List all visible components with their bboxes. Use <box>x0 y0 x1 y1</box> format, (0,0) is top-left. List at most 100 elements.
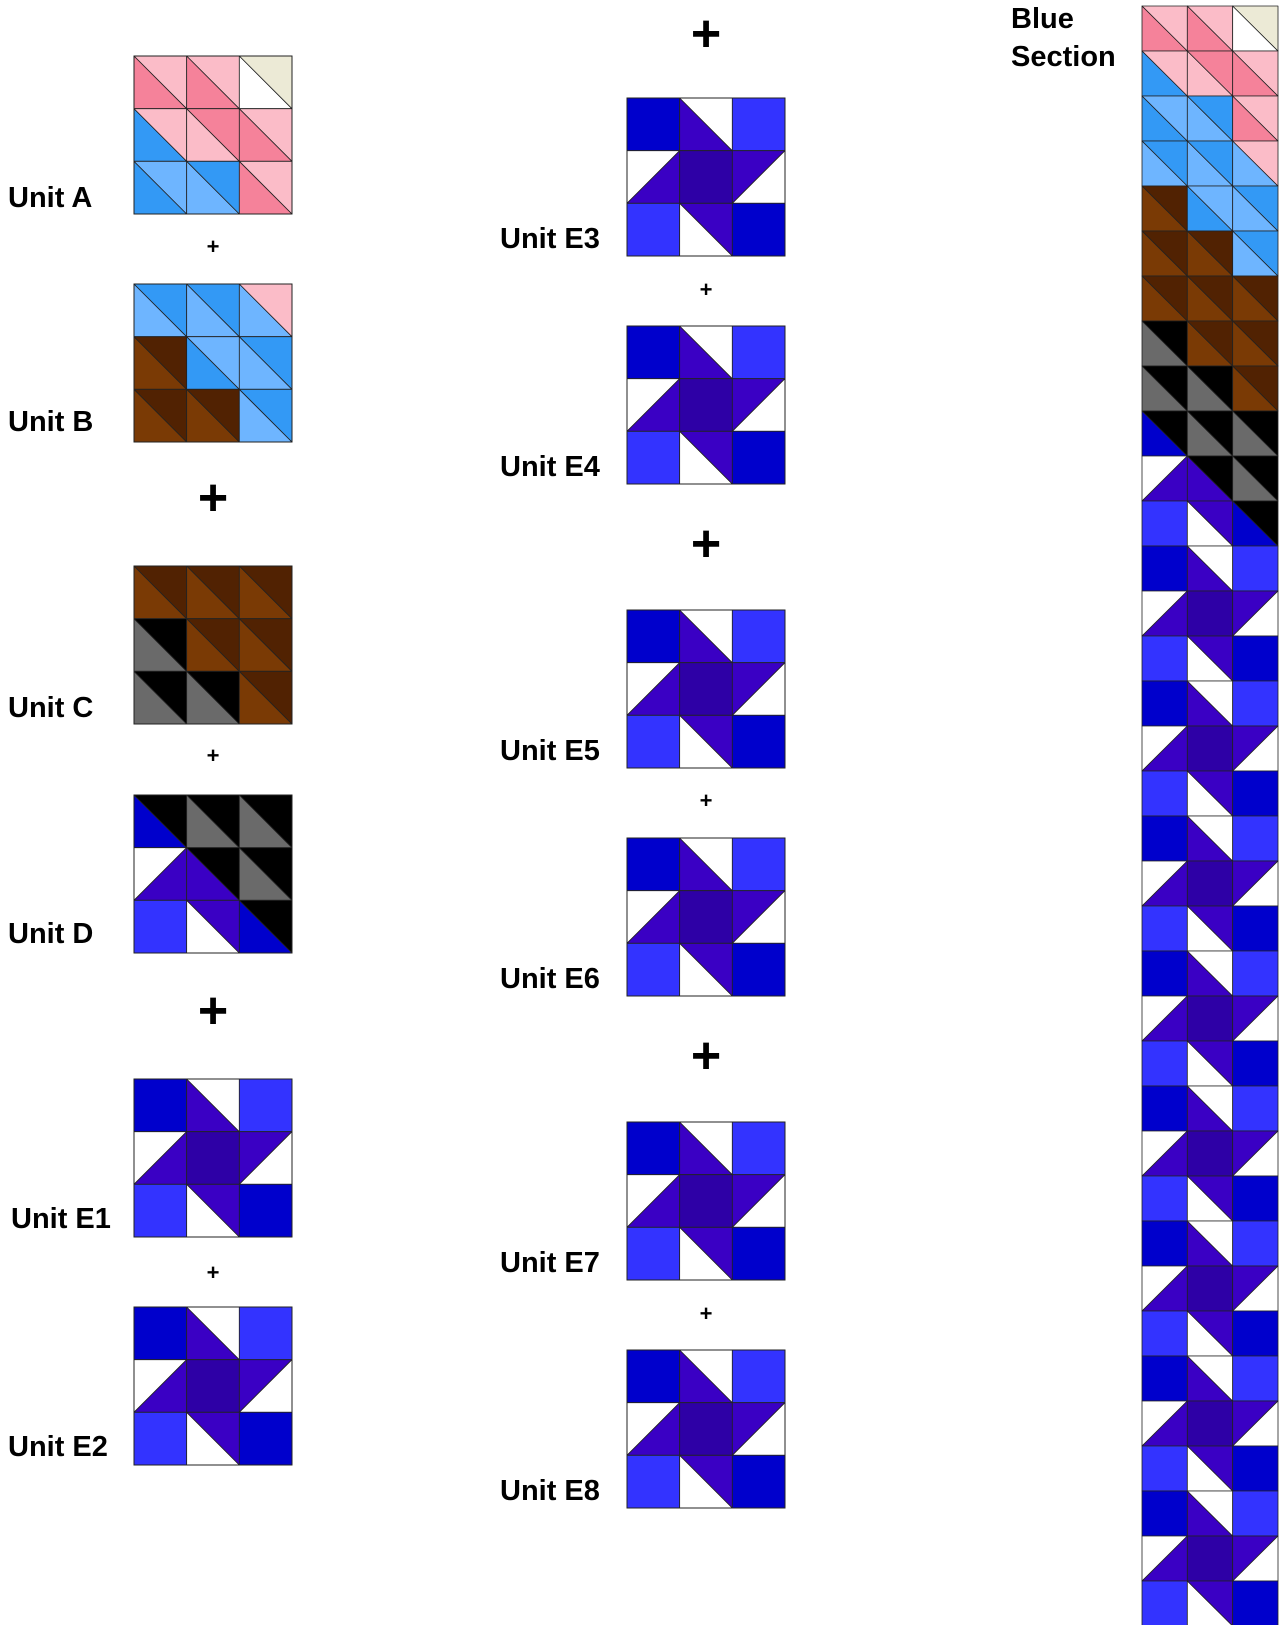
patch-triangle <box>732 715 785 768</box>
unit-e1-block <box>134 1079 292 1237</box>
unit-e5-block <box>627 610 785 768</box>
patch-triangle <box>1142 1041 1187 1086</box>
section-title-line2: Section <box>1011 38 1116 76</box>
patch-triangle <box>134 1079 187 1132</box>
patch-triangle <box>732 1350 785 1403</box>
patch-triangle <box>732 838 785 891</box>
patch-triangle <box>627 203 680 256</box>
patch-triangle <box>680 663 733 716</box>
patch-triangle <box>134 900 187 953</box>
plus-small-sign: + <box>700 279 713 301</box>
patch-triangle <box>1187 1401 1232 1446</box>
patch-triangle <box>627 1455 680 1508</box>
patch-triangle <box>1233 681 1278 726</box>
patch-triangle <box>1233 816 1278 861</box>
patch-triangle <box>1142 771 1187 816</box>
plus-small-sign: + <box>700 1303 713 1325</box>
unit-c-label: Unit C <box>8 694 93 723</box>
patch-triangle <box>680 1175 733 1228</box>
unit-e5-label: Unit E5 <box>500 737 600 766</box>
patch-triangle <box>732 610 785 663</box>
unit-e4-block <box>627 326 785 484</box>
unit-e1-label: Unit E1 <box>11 1205 111 1234</box>
patch-triangle <box>1142 1581 1187 1625</box>
unit-e3-block <box>627 98 785 256</box>
patch-triangle <box>239 1307 292 1360</box>
unit-e8-block <box>627 1350 785 1508</box>
patch-triangle <box>627 1227 680 1280</box>
unit-a-label: Unit A <box>8 184 92 213</box>
patch-triangle <box>1142 681 1187 726</box>
patch-triangle <box>680 891 733 944</box>
patch-triangle <box>1187 1131 1232 1176</box>
plus-sign: + <box>198 472 228 524</box>
plus-sign: + <box>691 518 721 570</box>
patch-triangle <box>1233 1086 1278 1131</box>
patch-triangle <box>134 1412 187 1465</box>
patch-triangle <box>239 1184 292 1237</box>
unit-d-label: Unit D <box>8 920 93 949</box>
patch-triangle <box>239 1412 292 1465</box>
unit-b-block <box>134 284 292 442</box>
patch-triangle <box>680 1403 733 1456</box>
patch-triangle <box>134 1307 187 1360</box>
patch-triangle <box>1142 1221 1187 1266</box>
plus-small-sign: + <box>700 790 713 812</box>
patch-triangle <box>239 1079 292 1132</box>
patch-triangle <box>1233 771 1278 816</box>
patch-triangle <box>1233 1311 1278 1356</box>
patch-triangle <box>627 943 680 996</box>
plus-sign: + <box>198 985 228 1037</box>
patch-triangle <box>1142 951 1187 996</box>
plus-small-sign: + <box>207 236 220 258</box>
unit-e2-label: Unit E2 <box>8 1433 108 1462</box>
patch-triangle <box>134 1184 187 1237</box>
section-title: Blue Section <box>1011 0 1116 76</box>
patch-triangle <box>1233 636 1278 681</box>
patch-triangle <box>732 1122 785 1175</box>
unit-e8-label: Unit E8 <box>500 1477 600 1506</box>
patch-triangle <box>627 1122 680 1175</box>
patch-triangle <box>627 98 680 151</box>
plus-sign: + <box>691 8 721 60</box>
patch-triangle <box>732 1455 785 1508</box>
unit-e3-label: Unit E3 <box>500 225 600 254</box>
patch-triangle <box>627 1350 680 1403</box>
patch-triangle <box>1233 1176 1278 1221</box>
patch-triangle <box>1142 816 1187 861</box>
patch-triangle <box>1233 1221 1278 1266</box>
patch-triangle <box>732 431 785 484</box>
unit-c-block <box>134 566 292 724</box>
blue-section-strip <box>1142 6 1278 1625</box>
unit-e2-block <box>134 1307 292 1465</box>
patch-triangle <box>1142 906 1187 951</box>
patch-triangle <box>1142 1446 1187 1491</box>
patch-triangle <box>627 326 680 379</box>
patch-triangle <box>1142 546 1187 591</box>
patch-triangle <box>1233 1041 1278 1086</box>
patch-triangle <box>1233 1491 1278 1536</box>
patch-triangle <box>1142 501 1187 546</box>
patch-triangle <box>732 98 785 151</box>
patch-triangle <box>732 326 785 379</box>
patch-triangle <box>627 610 680 663</box>
patch-triangle <box>627 431 680 484</box>
patch-triangle <box>627 838 680 891</box>
patch-triangle <box>187 1132 240 1185</box>
patch-triangle <box>1187 726 1232 771</box>
unit-e6-label: Unit E6 <box>500 965 600 994</box>
patch-triangle <box>1233 1446 1278 1491</box>
unit-e7-label: Unit E7 <box>500 1249 600 1278</box>
patch-triangle <box>1142 1311 1187 1356</box>
plus-sign: + <box>691 1030 721 1082</box>
patch-triangle <box>1142 1491 1187 1536</box>
patch-triangle <box>732 943 785 996</box>
patch-triangle <box>1187 1536 1232 1581</box>
unit-e4-label: Unit E4 <box>500 453 600 482</box>
unit-a-block <box>134 56 292 214</box>
patch-triangle <box>1187 591 1232 636</box>
patch-triangle <box>732 203 785 256</box>
patch-triangle <box>1187 861 1232 906</box>
patch-triangle <box>1233 906 1278 951</box>
patch-triangle <box>1233 951 1278 996</box>
